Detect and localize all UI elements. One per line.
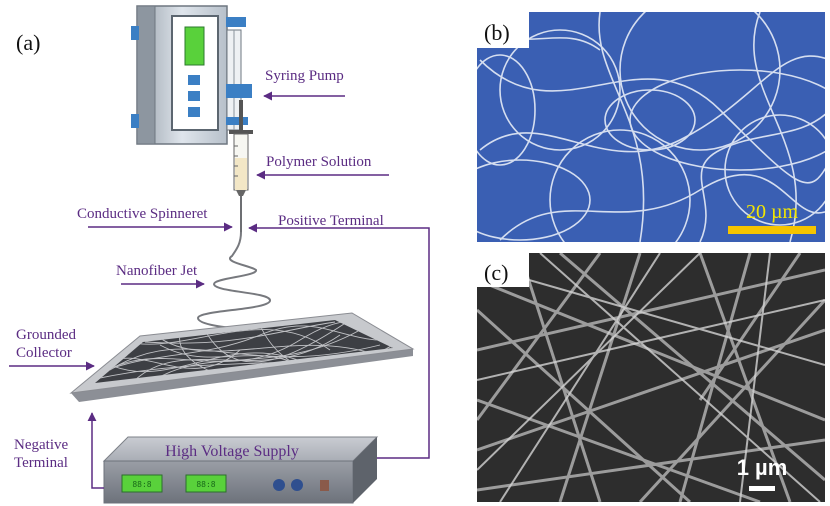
display-right: 88:8 (196, 480, 215, 489)
nanofiber-jet-label: Nanofiber Jet (116, 263, 198, 279)
high-voltage-supply-label: High Voltage Supply (165, 443, 299, 460)
sem-image-b (477, 12, 825, 242)
syringe-pump (131, 5, 252, 145)
high-voltage-supply (102, 436, 379, 504)
panel-b-label: (b) (484, 20, 510, 45)
display-left: 88:8 (132, 480, 151, 489)
conductive-spinneret-label: Conductive Spinneret (77, 206, 208, 222)
grounded-label-line2: Collector (16, 345, 72, 361)
negative-label-line2: Terminal (14, 455, 68, 471)
panel-a-label: (a) (16, 30, 40, 55)
syringe-pump-label: Syring Pump (265, 68, 344, 84)
polymer-solution-label: Polymer Solution (266, 154, 372, 170)
scale-bar-c-label: 1 µm (737, 455, 788, 480)
scale-bar-b-label: 20 µm (746, 201, 799, 223)
grounded-collector (69, 312, 415, 402)
panel-c-label: (c) (484, 260, 508, 285)
grounded-label-line1: Grounded (16, 327, 76, 343)
wiring (87, 223, 430, 489)
label-arrows (9, 91, 389, 371)
sem-image-c (477, 253, 825, 502)
syringe (229, 100, 253, 232)
positive-terminal-label: Positive Terminal (278, 213, 384, 229)
negative-label-line1: Negative (14, 437, 68, 453)
